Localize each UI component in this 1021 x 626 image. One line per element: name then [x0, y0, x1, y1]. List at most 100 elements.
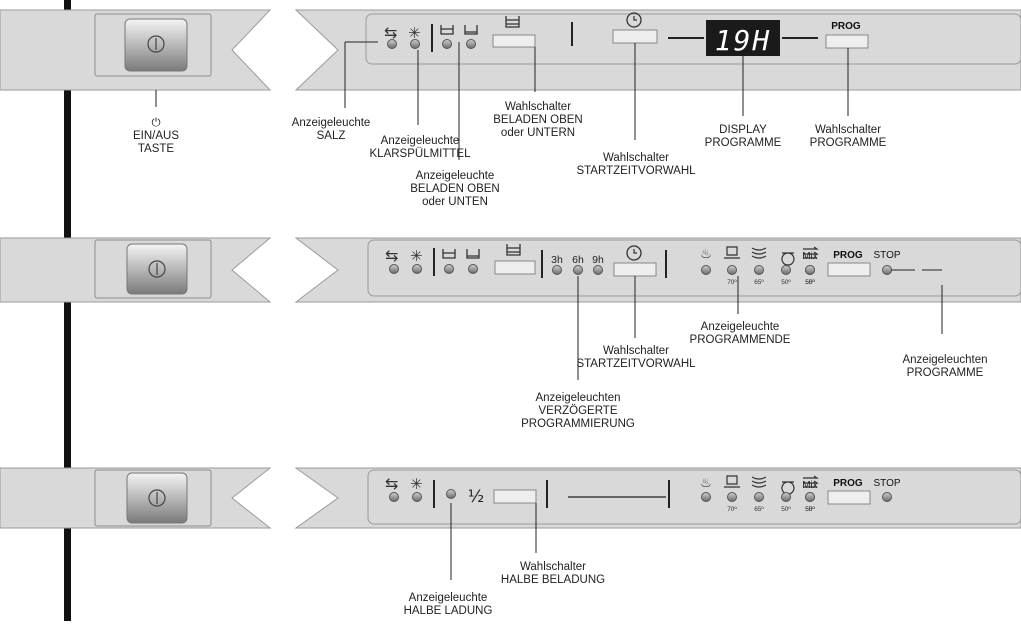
start-delay-button[interactable]	[612, 29, 658, 44]
label-rinse-line1: Anzeigeleuchte	[380, 135, 460, 147]
load-select-button-2[interactable]	[494, 260, 536, 275]
quick-icon	[803, 246, 819, 259]
label-salt-line2: SALZ	[316, 130, 346, 142]
label-on-off-line1: EIN/AUS	[132, 130, 180, 142]
label-display-line2: PROGRAMME	[704, 137, 782, 149]
program-display-value: 19H	[715, 24, 772, 57]
program-temp-label: 55º	[805, 279, 815, 286]
panel-2-inner	[367, 239, 1021, 297]
program-temp-label: 65º	[754, 279, 764, 286]
stop-label-3: STOP	[873, 478, 900, 489]
upper-basket-icon-2	[442, 249, 456, 259]
rinse-aid-icon-2: ✳	[410, 247, 423, 265]
prog-label-1: PROG	[831, 21, 861, 32]
label-delayed-line1: Anzeigeleuchten	[535, 392, 621, 404]
left-rail	[64, 0, 71, 621]
salt-icon-2: ⇆	[385, 246, 398, 265]
program-led	[754, 492, 764, 502]
panel-1-button-frame	[94, 13, 212, 77]
mix-label-3: Mix	[802, 480, 818, 491]
delay-6h-label: 6h	[572, 254, 584, 266]
rinse-led-3	[412, 492, 422, 502]
salt-icon-3: ⇆	[385, 474, 398, 493]
program-temp-label: 70º	[727, 506, 737, 513]
intensive-icon-3	[724, 475, 740, 488]
prewash-icon-3: ♨	[700, 476, 712, 491]
half-load-led	[446, 489, 456, 499]
basket-select-icon-2	[506, 244, 521, 256]
prog-button-1[interactable]	[825, 34, 869, 49]
panel-2-right-strip	[294, 237, 1021, 303]
label-prog-leds: Anzeigeleuchten PROGRAMME	[902, 354, 987, 380]
power-icon-3	[148, 489, 166, 507]
lower-load-led	[466, 39, 476, 49]
label-prog-switch-line1: Wahlschalter	[814, 124, 882, 136]
label-prog-end-line2: PROGRAMMENDE	[689, 334, 791, 346]
label-delayed-line2: VERZÖGERTE	[538, 405, 618, 417]
eco-icon	[781, 252, 795, 266]
program-temp-label: 65º	[754, 506, 764, 513]
label-load-switch-line1: Wahlschalter	[504, 101, 572, 113]
rinse-aid-icon: ✳	[408, 24, 421, 42]
label-prog-end: Anzeigeleuchte PROGRAMMENDE	[690, 321, 791, 347]
label-half-led: Anzeigeleuchte HALBE LADUNG	[404, 592, 493, 618]
program-led	[805, 265, 815, 275]
stop-led-3	[882, 492, 892, 502]
panel-1: ⇆ ✳ 19H PROG	[0, 9, 1021, 91]
label-start-delay-1-line1: Wahlschalter	[602, 152, 670, 164]
prog-button-3[interactable]	[827, 490, 871, 505]
leader-prog-leds	[891, 269, 943, 334]
load-select-button[interactable]	[492, 34, 536, 48]
leader-salt	[344, 41, 378, 108]
label-prog-switch: Wahlschalter PROGRAMME	[810, 124, 887, 150]
label-prog-switch-line2: PROGRAMME	[809, 137, 887, 149]
label-load-led-line2: BELADEN OBEN	[410, 183, 500, 195]
label-on-off-line2: TASTE	[137, 143, 175, 155]
power-icon	[147, 35, 165, 53]
label-start-delay-2-line1: Wahlschalter	[602, 345, 670, 357]
program-led	[781, 265, 791, 275]
label-display: DISPLAY PROGRAMME	[705, 124, 782, 150]
prewash-led	[701, 492, 711, 502]
label-half-switch-line2: HALBE BELADUNG	[500, 574, 606, 586]
program-temp-label: 50º	[781, 506, 791, 513]
start-delay-button-2[interactable]	[613, 262, 657, 277]
half-load-button[interactable]	[493, 489, 537, 504]
lower-load-led-2	[468, 264, 478, 274]
quick-icon-3	[803, 475, 819, 488]
label-half-led-line2: HALBE LADUNG	[403, 605, 493, 617]
rinse-led	[410, 39, 420, 49]
label-load-led-line1: Anzeigeleuchte	[415, 170, 495, 182]
prog-label-3: PROG	[833, 478, 863, 489]
rinse-led-2	[412, 264, 422, 274]
label-delayed: Anzeigeleuchten VERZÖGERTE PROGRAMMIERUN…	[521, 392, 635, 431]
clock-icon-2	[626, 245, 642, 261]
intensive-icon	[724, 246, 740, 259]
clock-hands-2	[633, 249, 637, 254]
label-load-switch-line2: BELADEN OBEN	[493, 114, 583, 126]
half-load-label: ½	[468, 487, 484, 507]
label-salt-line1: Anzeigeleuchte	[291, 117, 371, 129]
salt-icon: ⇆	[384, 23, 397, 42]
normal-icon	[751, 247, 767, 259]
label-start-delay-1-line2: STARTZEITVORWAHL	[576, 165, 696, 177]
program-temp-label: 50º	[805, 279, 815, 286]
panel-3-right-strip	[294, 467, 1021, 529]
prog-label-2: PROG	[833, 250, 863, 261]
label-load-led-line3: oder UNTEN	[422, 196, 488, 208]
prog-button-2[interactable]	[827, 262, 871, 277]
delay-9h-label: 9h	[592, 254, 604, 266]
program-temp-label: 50º	[805, 506, 815, 513]
panel-2-button-frame	[94, 239, 212, 299]
mix-label: Mix	[802, 251, 818, 262]
label-on-off-icon: ⏻	[151, 117, 161, 129]
salt-led-3	[389, 492, 399, 502]
label-half-switch: Wahlschalter HALBE BELADUNG	[501, 561, 605, 587]
rinse-aid-icon-3: ✳	[410, 475, 423, 493]
power-icon-2	[148, 260, 166, 278]
